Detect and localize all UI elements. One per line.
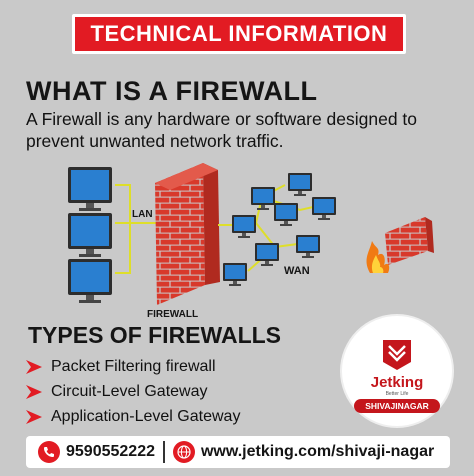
list-item: Packet Filtering firewall — [26, 354, 240, 379]
contact-bar: 9590552222 www.jetking.com/shivaji-nagar — [26, 436, 450, 468]
firewall-network-diagram: LAN FIREWALL WAN — [68, 163, 434, 320]
globe-icon — [172, 441, 195, 463]
wan-computer — [288, 173, 312, 196]
type-label: Packet Filtering firewall — [51, 357, 216, 375]
wan-label: WAN — [284, 265, 310, 277]
list-item: Application-Level Gateway — [26, 404, 240, 429]
wan-computer — [312, 197, 336, 220]
jetking-logo-badge: Jetking Better Life SHIVAJINAGAR — [342, 316, 452, 426]
firewall-description: A Firewall is any hardware or software d… — [26, 109, 418, 151]
lan-computer — [68, 213, 112, 257]
lan-computer — [68, 259, 112, 303]
list-item: Circuit-Level Gateway — [26, 379, 240, 404]
flame-brick-icon — [366, 217, 434, 273]
banner-label: TECHNICAL INFORMATION — [90, 21, 388, 46]
type-label: Circuit-Level Gateway — [51, 382, 208, 400]
lan-connectors — [115, 184, 160, 274]
logo-tagline: Better Life — [385, 391, 409, 397]
firewall-types-list: Packet Filtering firewall Circuit-Level … — [26, 354, 240, 429]
title-banner: TECHNICAL INFORMATION — [72, 14, 406, 54]
firewall-wall-graphic — [155, 163, 220, 305]
wan-computer — [223, 263, 247, 286]
logo-brand: Jetking — [370, 374, 424, 391]
jetking-emblem-icon — [383, 340, 411, 370]
wan-computer — [251, 187, 275, 210]
arrow-right-icon — [26, 359, 42, 374]
wan-computer — [296, 235, 320, 258]
phone-icon — [38, 441, 60, 463]
wan-computer — [232, 215, 256, 238]
types-heading: TYPES OF FIREWALLS — [28, 322, 282, 348]
lan-computer — [68, 167, 112, 211]
website-link[interactable]: www.jetking.com/shivaji-nagar — [200, 443, 435, 460]
firewall-label: FIREWALL — [147, 309, 198, 320]
page-title: WHAT IS A FIREWALL — [26, 76, 318, 106]
contact-divider — [162, 441, 165, 463]
logo-location: SHIVAJINAGAR — [354, 399, 440, 413]
wan-computer — [274, 203, 298, 226]
type-label: Application-Level Gateway — [51, 407, 241, 425]
phone-number: 9590552222 — [66, 443, 155, 460]
lan-label: LAN — [132, 209, 153, 220]
arrow-right-icon — [26, 409, 42, 424]
arrow-right-icon — [26, 384, 42, 399]
